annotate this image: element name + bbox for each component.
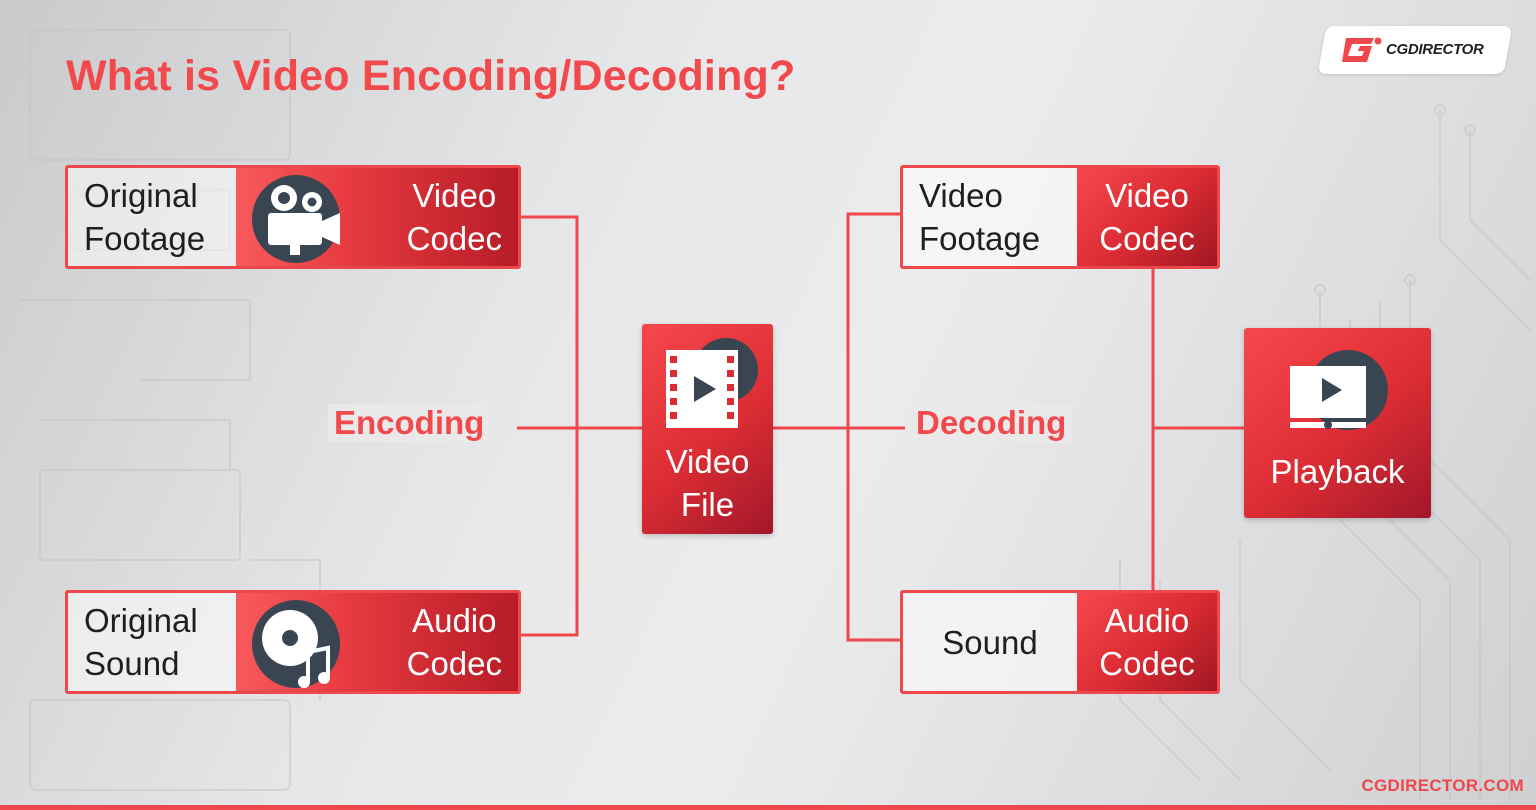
playback-label: Playback: [1270, 453, 1405, 490]
music-disc-icon: [252, 600, 340, 688]
bottom-accent-bar: [0, 805, 1536, 810]
decoding-split-connector: [846, 212, 900, 642]
logo-wordmark: CGDIRECTOR: [1386, 41, 1484, 58]
sound-label: Sound: [942, 623, 1038, 661]
footer-site: CGDIRECTOR.COM: [1361, 776, 1524, 795]
decoding-label: Decoding: [910, 404, 1073, 442]
cgdirector-logo-icon: [1342, 37, 1382, 62]
encoding-label: Encoding: [328, 404, 491, 442]
encoding-video-connector: [520, 215, 579, 428]
playback-tile: Playback: [1244, 328, 1431, 518]
cgdirector-logo: CGDIRECTOR: [1317, 26, 1513, 74]
film-play-icon: [666, 338, 758, 428]
page-title: What is Video Encoding/Decoding?: [66, 52, 796, 100]
video-player-icon: [1290, 350, 1388, 430]
encoding-audio-connector: [520, 428, 579, 637]
camera-icon: [252, 175, 340, 263]
